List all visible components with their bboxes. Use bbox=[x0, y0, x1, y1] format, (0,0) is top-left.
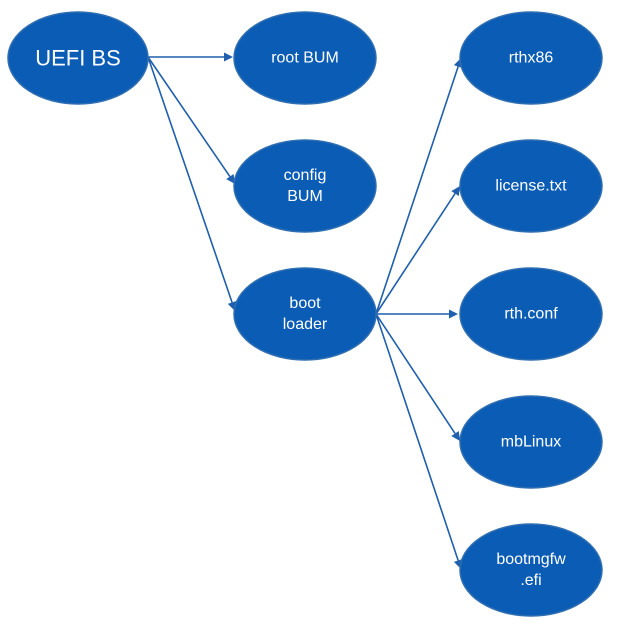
edge-boot-loader-to-rthx86 bbox=[375, 58, 463, 315]
node-ellipse bbox=[233, 11, 377, 105]
edge-uefi-bs-to-config-bum bbox=[147, 56, 235, 184]
arrowhead-icon bbox=[226, 174, 235, 184]
node-ellipse bbox=[459, 11, 603, 105]
node-rthx86: rthx86 bbox=[459, 11, 603, 105]
node-mblinux: mbLinux bbox=[459, 395, 603, 489]
node-label: UEFI BS bbox=[35, 46, 121, 71]
arrowhead-icon bbox=[451, 186, 460, 196]
edge-boot-loader-to-bootmgfw-efi bbox=[375, 313, 463, 569]
node-ellipse bbox=[459, 267, 603, 361]
node-ellipse bbox=[459, 139, 603, 233]
edges-layer bbox=[147, 52, 463, 569]
node-label: boot bbox=[289, 295, 321, 312]
node-ellipse bbox=[459, 523, 603, 617]
edge-uefi-bs-to-boot-loader bbox=[147, 56, 237, 311]
connector-line bbox=[375, 66, 459, 315]
node-uefi-bs: UEFI BS bbox=[7, 11, 149, 105]
arrowhead-icon bbox=[451, 431, 460, 441]
node-label: rthx86 bbox=[509, 50, 554, 67]
node-label: license.txt bbox=[495, 178, 567, 195]
node-label: config bbox=[284, 167, 327, 184]
connector-line bbox=[375, 313, 456, 434]
node-label: mbLinux bbox=[501, 434, 561, 451]
node-ellipse bbox=[459, 395, 603, 489]
connector-line bbox=[147, 56, 231, 178]
node-ellipse bbox=[7, 11, 149, 105]
edge-boot-loader-to-rth-conf bbox=[376, 309, 458, 319]
node-rth-conf: rth.conf bbox=[459, 267, 603, 361]
node-bootmgfw-efi: bootmgfw .efi bbox=[459, 523, 603, 617]
edge-uefi-bs-to-root-bum bbox=[148, 52, 233, 62]
connector-line bbox=[375, 193, 456, 315]
node-label: root BUM bbox=[271, 50, 339, 67]
arrowhead-icon bbox=[224, 52, 233, 62]
arrowhead-icon bbox=[449, 309, 458, 319]
node-label: bootmgfw bbox=[496, 551, 566, 568]
edge-boot-loader-to-license-txt bbox=[375, 186, 460, 315]
node-label: .efi bbox=[520, 572, 541, 589]
node-ellipse bbox=[233, 139, 377, 233]
node-root-bum: root BUM bbox=[233, 11, 377, 105]
connector-line bbox=[375, 313, 459, 561]
node-license-txt: license.txt bbox=[459, 139, 603, 233]
connector-line bbox=[147, 56, 233, 303]
edge-boot-loader-to-mblinux bbox=[375, 313, 460, 441]
node-label: BUM bbox=[287, 188, 323, 205]
node-boot-loader: boot loader bbox=[233, 267, 377, 361]
node-ellipse bbox=[233, 267, 377, 361]
node-label: rth.conf bbox=[504, 306, 558, 323]
node-label: loader bbox=[283, 316, 328, 333]
